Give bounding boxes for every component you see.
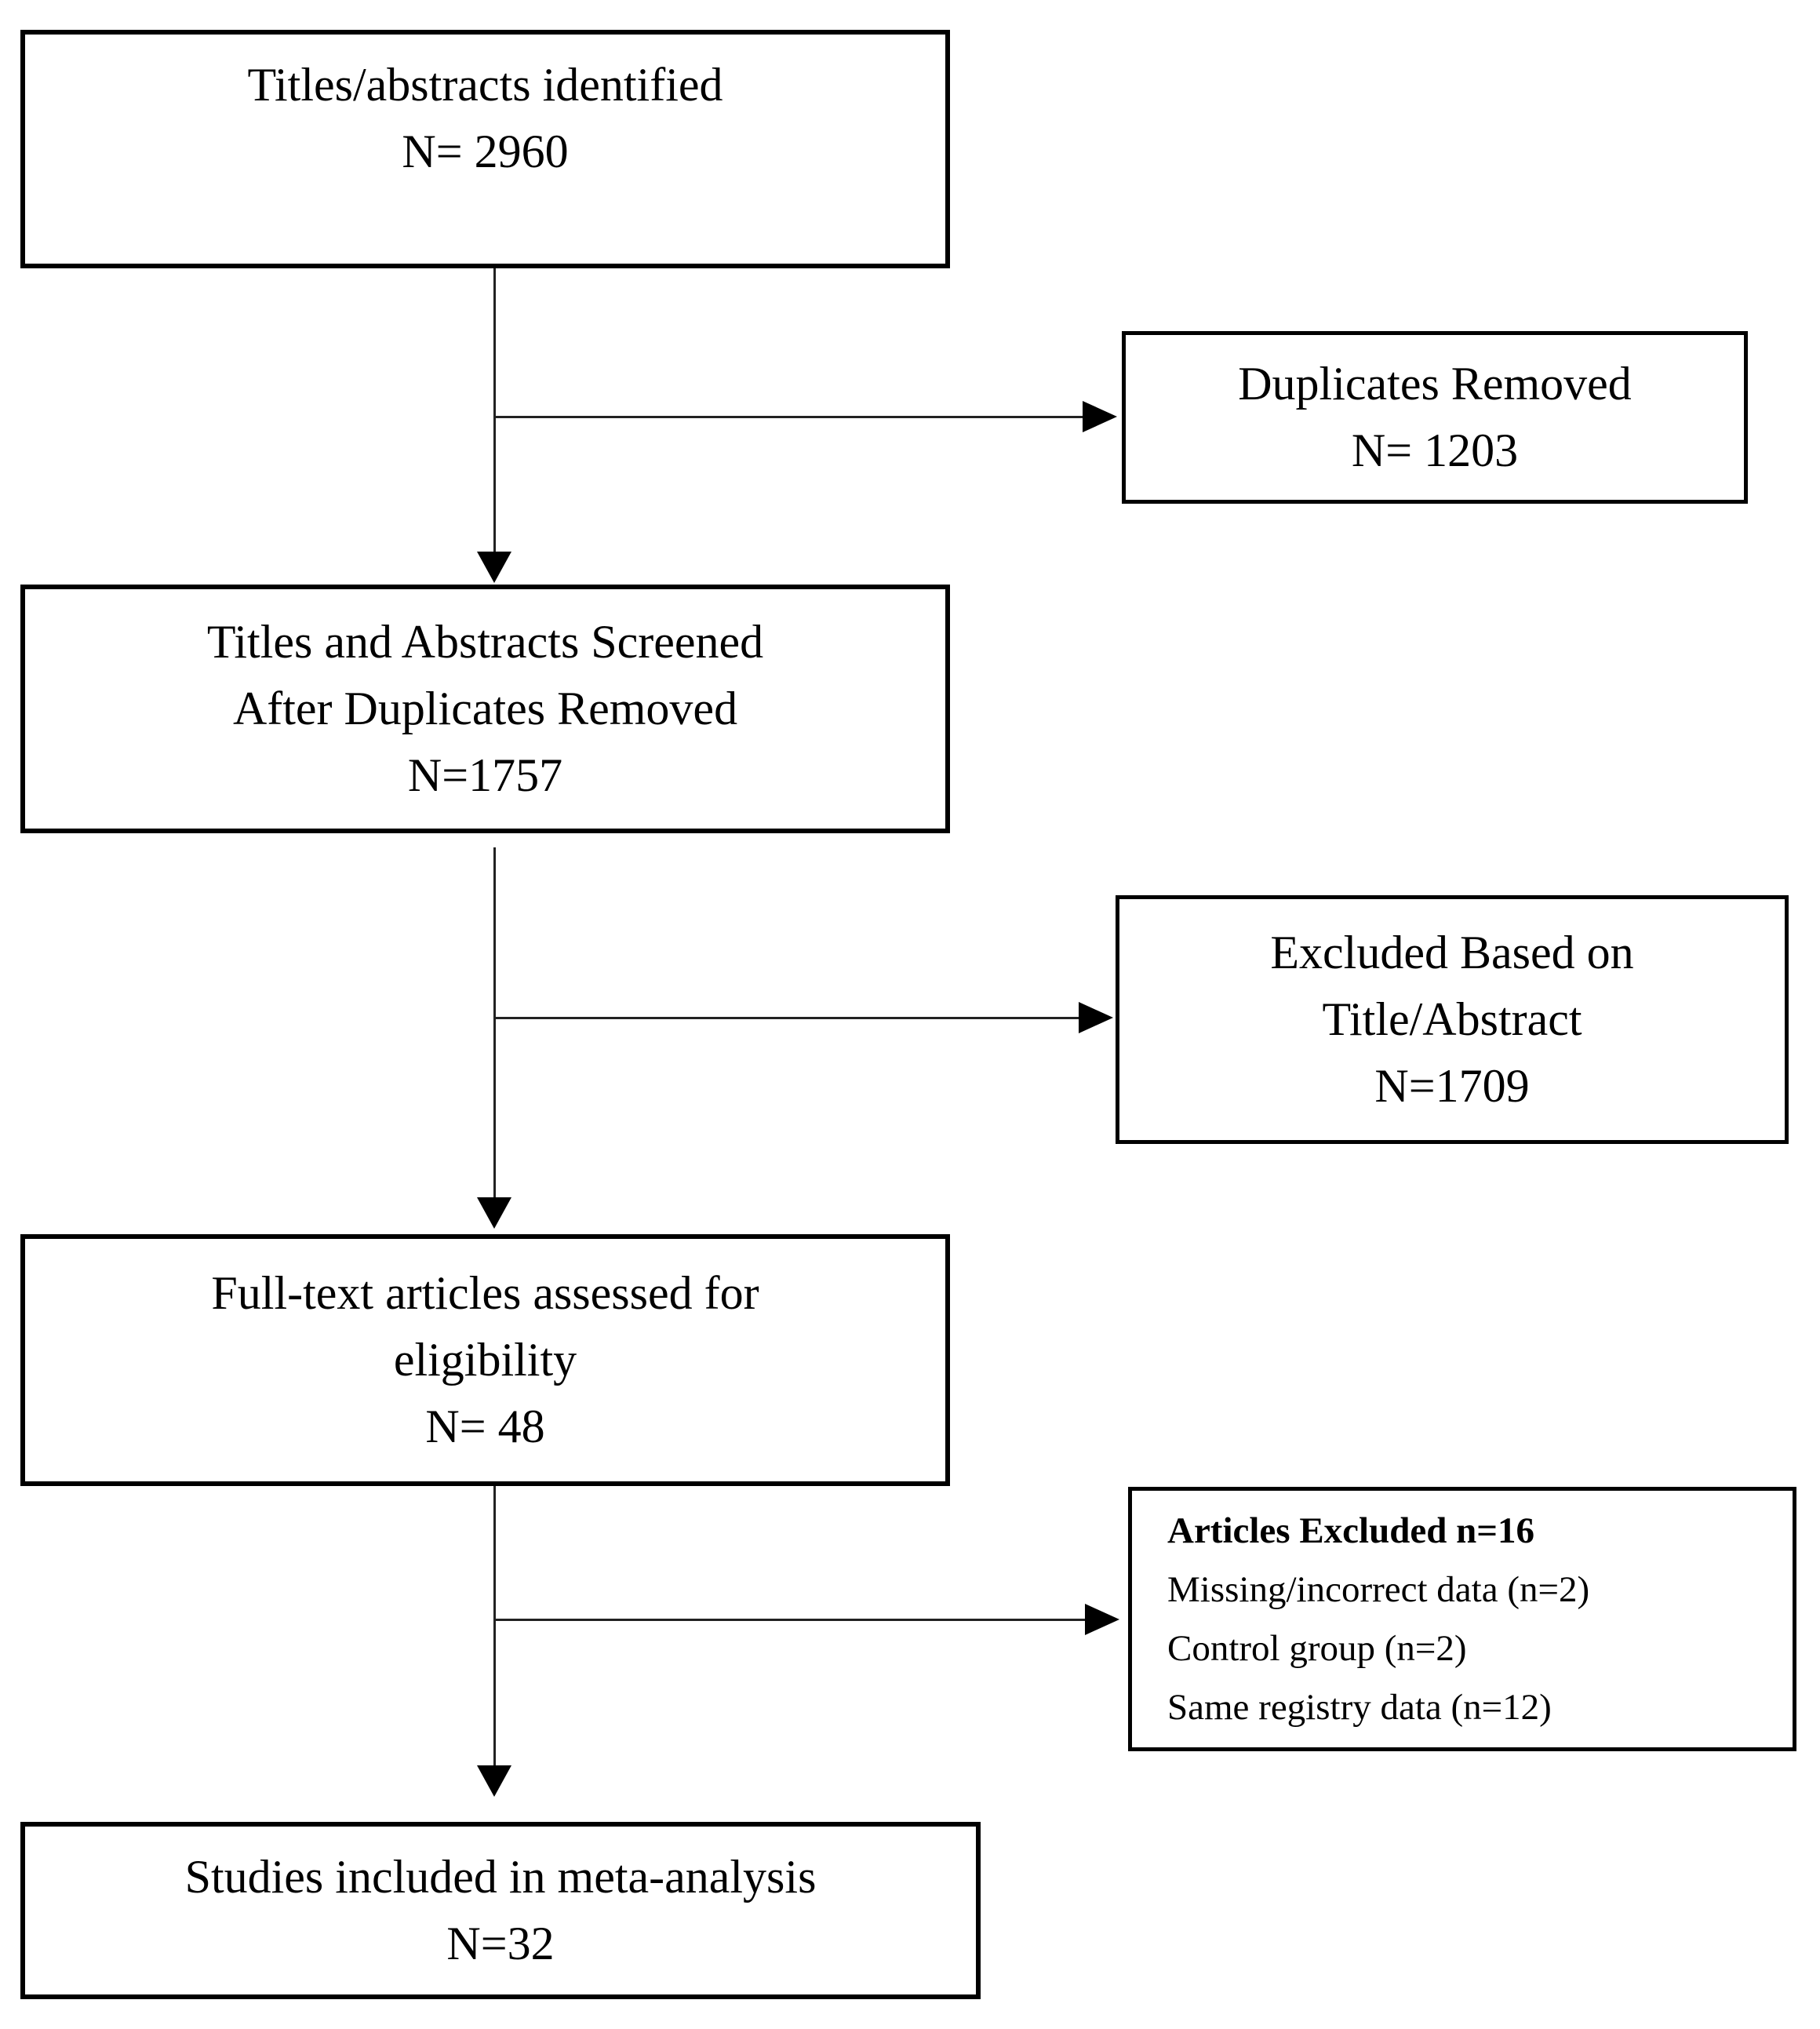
box-duplicates-removed: Duplicates Removed N= 1203 [1122, 331, 1748, 504]
down-arrowhead-icon [477, 552, 511, 583]
box-articles-excluded: Articles Excluded n=16 Missing/incorrect… [1128, 1487, 1796, 1751]
right-arrowhead-icon [1079, 1002, 1113, 1033]
box-label: Studies included in meta-analysis [184, 1851, 817, 1903]
box-count: N= 2960 [402, 126, 569, 177]
box-label: After Duplicates Removed [232, 683, 738, 734]
connector-fulltext-to-articles-excluded [494, 1619, 1085, 1621]
right-arrowhead-icon [1085, 1604, 1119, 1635]
box-fulltext-assessed: Full-text articles assessed for eligibil… [20, 1234, 950, 1486]
down-arrowhead-icon [477, 1197, 511, 1229]
box-label: Title/Abstract [1322, 993, 1582, 1045]
box-count: N= 1203 [1351, 424, 1519, 476]
box-label: Full-text articles assessed for [211, 1267, 759, 1319]
box-count: N=32 [446, 1918, 555, 1969]
connector-identified-to-duplicates [494, 416, 1083, 418]
connector-fulltext-to-included [493, 1486, 496, 1769]
box-label: Titles/abstracts identified [247, 59, 723, 111]
connector-screened-to-excluded [494, 1017, 1079, 1019]
box-included-meta-analysis: Studies included in meta-analysis N=32 [20, 1822, 981, 1999]
exclusion-reason: Missing/incorrect data (n=2) [1167, 1568, 1590, 1610]
exclusion-reason: Same registry data (n=12) [1167, 1686, 1552, 1728]
exclusion-reason: Control group (n=2) [1167, 1627, 1467, 1669]
box-label: eligibility [393, 1334, 577, 1386]
down-arrowhead-icon [477, 1765, 511, 1797]
box-heading: Articles Excluded n=16 [1167, 1510, 1535, 1551]
box-label: Duplicates Removed [1238, 358, 1632, 410]
right-arrowhead-icon [1083, 401, 1117, 432]
connector-identified-to-screened [493, 268, 496, 555]
box-label: Titles and Abstracts Screened [206, 616, 764, 668]
box-count: N=1709 [1374, 1060, 1530, 1112]
box-count: N= 48 [425, 1401, 545, 1452]
box-count: N=1757 [407, 749, 563, 801]
box-titles-abstracts-screened: Titles and Abstracts Screened After Dupl… [20, 585, 950, 833]
box-label: Excluded Based on [1270, 927, 1634, 978]
connector-screened-to-fulltext [493, 847, 496, 1199]
box-titles-abstracts-identified: Titles/abstracts identified N= 2960 [20, 30, 950, 268]
box-excluded-title-abstract: Excluded Based on Title/Abstract N=1709 [1116, 895, 1789, 1144]
